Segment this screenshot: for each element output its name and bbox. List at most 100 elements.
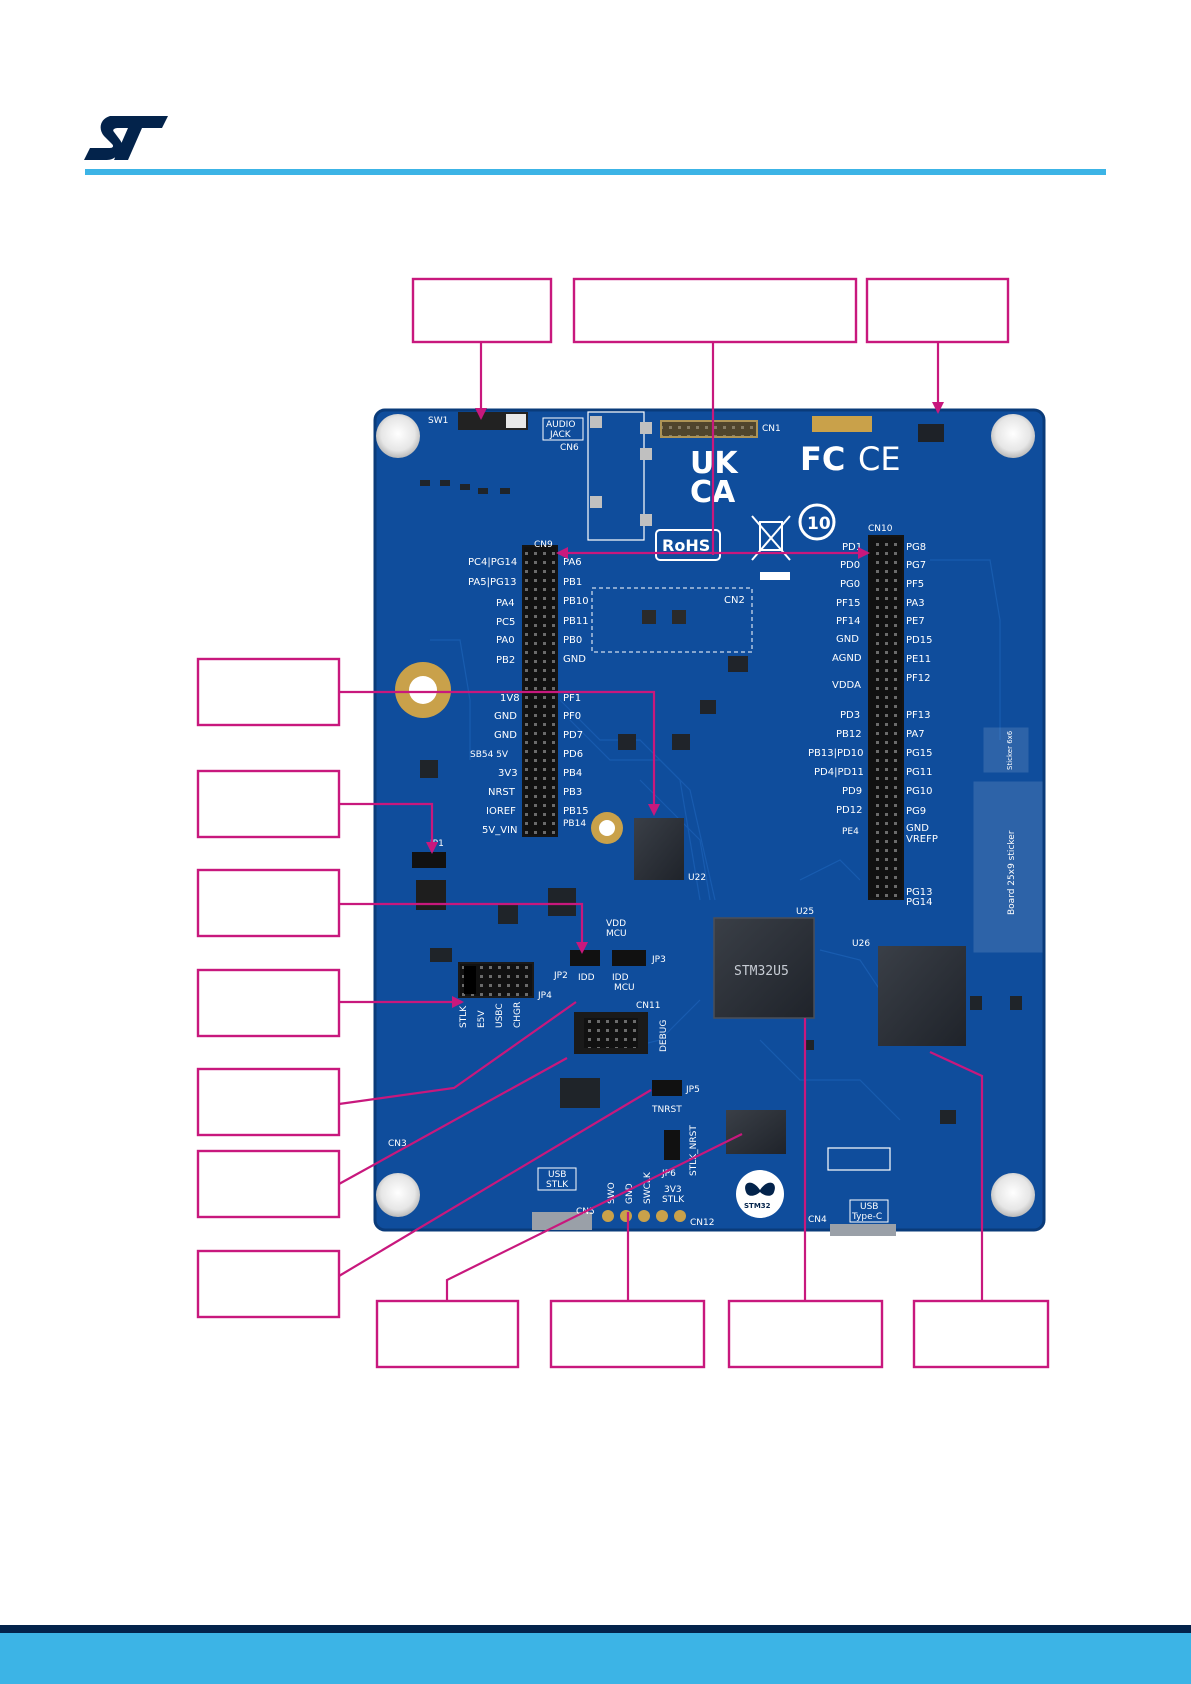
cn9-right-label: PB1 [563, 577, 582, 588]
swd-pad [656, 1210, 668, 1222]
sticker-small-label: Sticker 6x6 [1006, 730, 1014, 770]
ukca-mark-top: UK [690, 446, 739, 481]
fcc-mark: FC [800, 440, 845, 478]
jp3-vdd-label: VDD [606, 919, 626, 929]
sensor-chip-t2 [700, 700, 716, 714]
cn9-right-label: PD7 [563, 730, 583, 741]
swd-stlk-label: STLK [662, 1195, 685, 1205]
audio-pad-3 [640, 448, 652, 460]
jp2-label: JP2 [553, 971, 568, 981]
callout-box-l2 [196, 769, 341, 839]
cn4-label: CN4 [808, 1215, 827, 1225]
cn9-right-label: GND [563, 654, 586, 665]
sw1-label: SW1 [428, 416, 448, 426]
callout-box-l1 [196, 657, 341, 727]
usb-typec-line-1: USB [860, 1202, 878, 1212]
standoff-top-left [376, 414, 420, 458]
cn9-right-label: PF0 [563, 711, 581, 722]
cn9-right-label: PB3 [563, 787, 582, 798]
footer-dark-band [0, 1625, 1191, 1633]
cn9-left-label: NRST [488, 787, 516, 798]
callout-box-b1 [375, 1299, 520, 1369]
jp1-jumper [412, 852, 446, 868]
cn9-right-label: PB11 [563, 616, 589, 627]
callout-box-arduino [572, 277, 858, 344]
debug-label: DEBUG [659, 1020, 669, 1052]
gold-pad-top [812, 416, 872, 432]
cn9-left-label: 5V_VIN [482, 825, 517, 836]
sticker-large-label: Board 25x9 sticker [1007, 830, 1017, 915]
cn10-right-label: GND [906, 823, 929, 834]
cn10-right-labels: PG8 PG7 PF5 PA3 PE7 PD15 PE11 PF12 PF13 … [906, 542, 938, 908]
usb-typec-line-2: Type-C [851, 1212, 882, 1222]
cn3-label: CN3 [388, 1139, 407, 1149]
epup-10-text: 10 [807, 514, 831, 534]
cn9-left-labels: PC4|PG14 PA5|PG13 PA4 PC5 PA0 PB2 1V8 GN… [468, 557, 520, 836]
cn9-right-label: PD6 [563, 749, 583, 760]
ce-mark: CE [858, 440, 901, 478]
cn1-label: CN1 [762, 424, 781, 434]
cn10-pins [870, 537, 902, 898]
cn10-left-label: AGND [832, 653, 862, 664]
power-e5v-label: E5V [477, 1010, 487, 1028]
callout-box-l5 [196, 1067, 341, 1137]
u25-label: U25 [796, 907, 814, 917]
cn10-left-label: PD4|PD11 [814, 767, 864, 778]
cn10-right-label: PA7 [906, 729, 925, 740]
cn10-right-label: PG11 [906, 767, 933, 778]
l6-inductor [416, 880, 446, 910]
audio-label-box [542, 417, 584, 441]
butterfly-icon [745, 1182, 775, 1196]
cn9-left-label: PC5 [496, 617, 515, 628]
cn10-right-label: PG8 [906, 542, 926, 553]
tnrst-label: TNRST [651, 1105, 682, 1115]
callout-arrowheads [426, 402, 944, 1008]
l5-inductor [672, 610, 686, 624]
power-stlk-label: STLK [459, 1005, 469, 1028]
cn12-swd-pads [602, 1210, 686, 1222]
u34-chip [726, 1110, 786, 1154]
callout-box-l4 [196, 968, 341, 1038]
jp3-mcu-label-2: MCU [614, 983, 635, 993]
callout-box-l6 [196, 1149, 341, 1219]
footer-blue-band [0, 1633, 1191, 1684]
cn10-label: CN10 [868, 524, 893, 534]
mounting-hole-mid-inner [599, 820, 615, 836]
u25-mcu-chip [714, 918, 814, 1018]
callout-box-b4 [912, 1299, 1050, 1369]
cn9-label: CN9 [534, 540, 553, 550]
swd-3v3-label: 3V3 [664, 1185, 682, 1195]
cn2-label: CN2 [724, 595, 745, 606]
cn10-right-label: PG9 [906, 806, 926, 817]
cn10-left-label: PG0 [840, 579, 860, 590]
u22-stlink-chip [634, 818, 684, 880]
cn10-right-label: PF12 [906, 673, 931, 684]
callout-box-b2 [549, 1299, 706, 1369]
cn1-pins [662, 422, 756, 436]
jp3-idd-label: IDD [612, 973, 629, 983]
callout-box-u18 [865, 277, 1010, 344]
cn10-right-label: PA3 [906, 598, 925, 609]
pcb-edge-shade [373, 408, 1046, 1232]
pcb-traces [430, 559, 1001, 1121]
epup-10-icon [798, 503, 836, 541]
st-logo [84, 116, 168, 160]
usb-typec-connector [830, 1224, 896, 1236]
power-usbc-label: USBC [495, 1003, 505, 1028]
cn9-left-label: PA5|PG13 [468, 577, 516, 588]
battery-connector [827, 1147, 891, 1171]
cn10-right-label: PG14 [906, 897, 933, 908]
audio-label-line-1: AUDIO [546, 420, 575, 430]
cn6-label: CN6 [560, 443, 579, 453]
audio-label-line-2: JACK [549, 430, 572, 440]
jp6-jumper [664, 1130, 680, 1160]
callout-box-l7 [196, 1249, 341, 1319]
cn9-right-label: PB10 [563, 596, 589, 607]
audio-pad-4 [590, 496, 602, 508]
cn9-left-label: PC4|PG14 [468, 557, 517, 568]
cn9-right-label: PB14 [563, 819, 586, 829]
cn9-right-label: PB15 [563, 806, 589, 817]
rohs-badge [655, 529, 721, 561]
cn9-right-label: PA6 [563, 557, 582, 568]
u18-chip [918, 424, 944, 442]
